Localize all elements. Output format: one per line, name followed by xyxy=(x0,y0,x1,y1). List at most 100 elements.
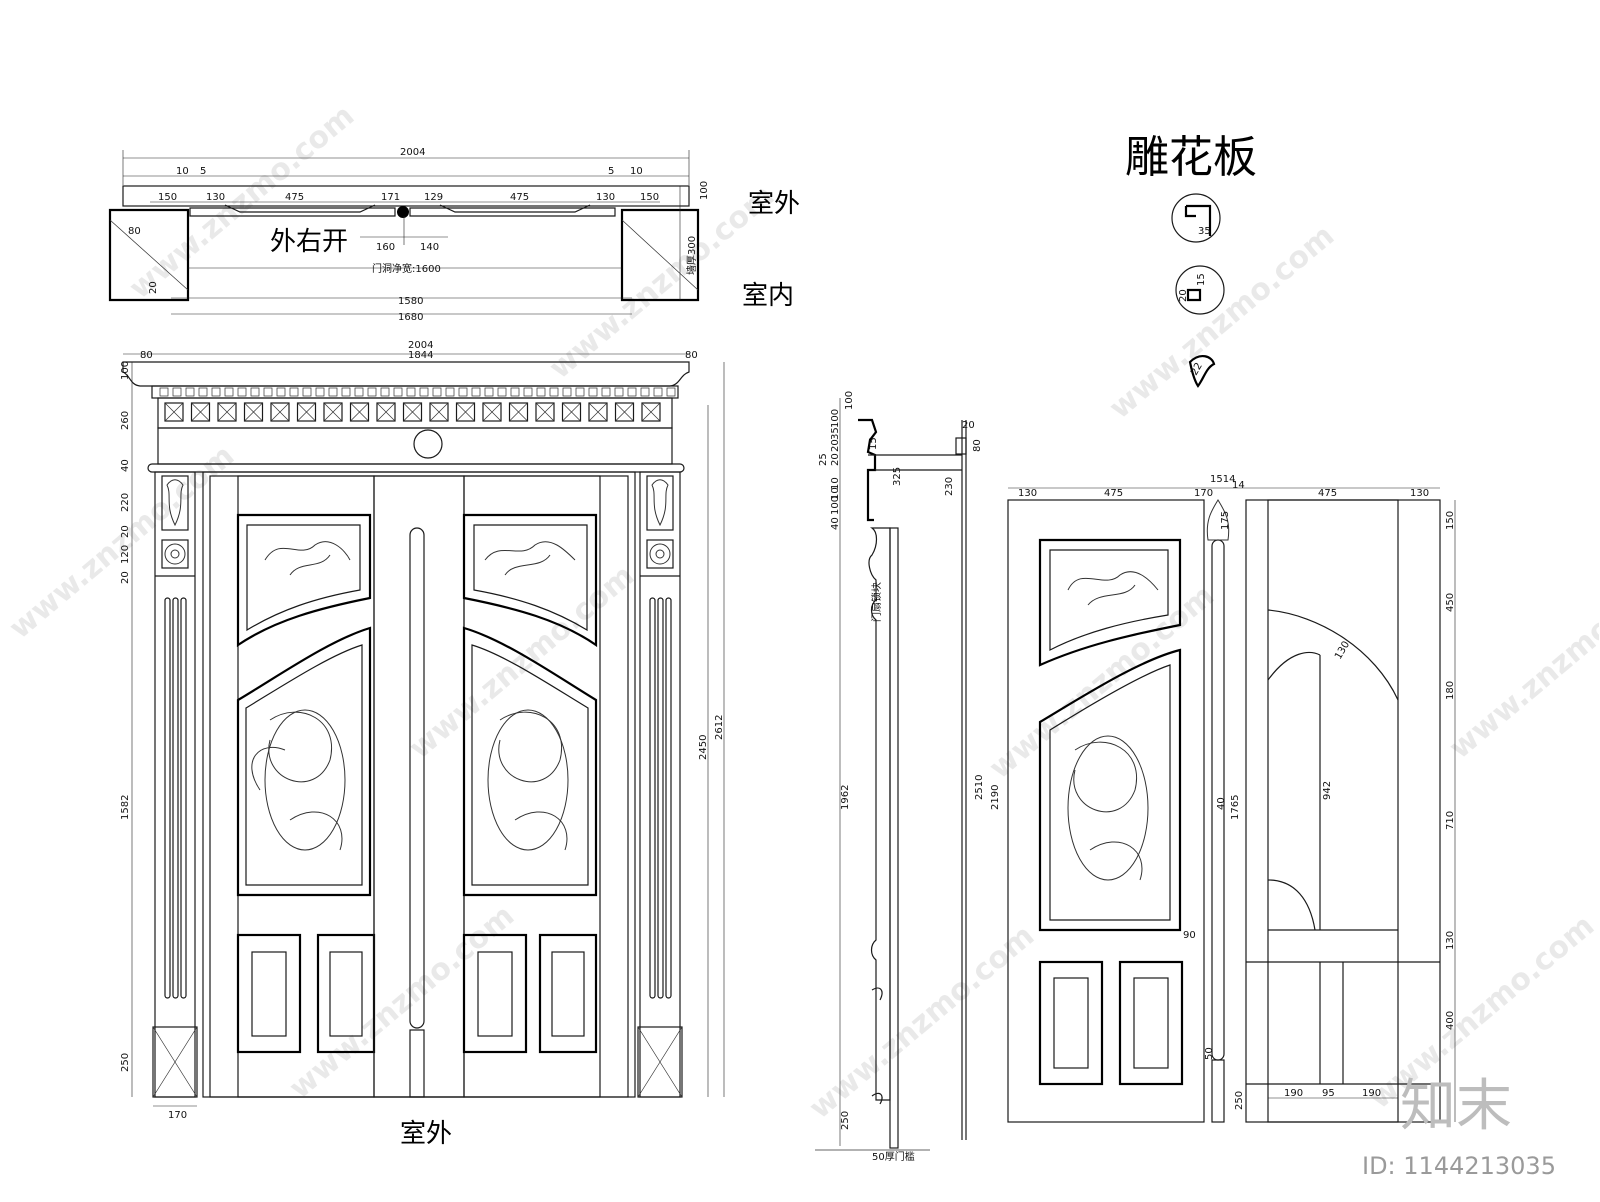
dentil-block xyxy=(276,387,286,397)
detail-circle-2 xyxy=(1175,265,1225,315)
dim-sec-15: 15 xyxy=(868,437,879,450)
dim-leaf-h130: 130 xyxy=(1445,931,1456,950)
brand-id: ID: 1144213035 xyxy=(1362,1152,1556,1180)
dim-plan-opening-clear: 门洞净宽:1600 xyxy=(372,262,441,275)
dim-sec-2510: 2510 xyxy=(974,775,985,800)
dim-plan-5-left: 5 xyxy=(200,166,206,177)
dim-plan-160: 160 xyxy=(376,242,395,253)
section-view: 100 100 35 20 25 20 10 10 100 40 15 325 … xyxy=(815,391,1001,1163)
frieze-x-box xyxy=(402,402,423,422)
dim-sec-100a: 100 xyxy=(844,391,855,410)
dentil-block xyxy=(549,387,559,397)
frieze-x-panels xyxy=(164,402,661,422)
dim-elev-h2450: 2450 xyxy=(698,735,709,760)
frieze-x-box xyxy=(164,402,184,422)
dentil-block xyxy=(601,387,611,397)
dim-leaf-w475b: 475 xyxy=(1318,488,1337,499)
dim-elev-h1582: 1582 xyxy=(120,795,131,820)
watermark-layer: www.znzmo.com www.znzmo.com www.znzmo.co… xyxy=(3,98,1600,1126)
dentil-block xyxy=(627,387,637,397)
dim-sec-20c: 20 xyxy=(962,420,975,431)
dentil-block xyxy=(367,387,377,397)
dentil-block xyxy=(263,387,273,397)
dentil-block xyxy=(562,387,572,397)
dim-elev-h2612: 2612 xyxy=(714,715,725,740)
dim-leaf-w40: 40 xyxy=(1216,797,1227,810)
plan-view: 2004 10 5 5 10 150 130 475 171 129 475 1… xyxy=(108,147,800,323)
dentil-block xyxy=(380,387,390,397)
dim-leaf-w190a: 190 xyxy=(1284,1088,1303,1099)
watermark-text: www.znzmo.com xyxy=(983,578,1221,786)
brand-logo: 知末 xyxy=(1400,1074,1512,1139)
frieze-x-box xyxy=(455,402,476,422)
dim-elev-h100: 100 xyxy=(120,361,131,380)
dentil-block xyxy=(354,387,364,397)
dentil-block xyxy=(211,387,221,397)
dim-plan-100: 100 xyxy=(699,181,710,200)
dim-leaf-w95: 95 xyxy=(1322,1088,1335,1099)
dentil-block xyxy=(185,387,195,397)
dentil-block xyxy=(224,387,234,397)
dim-leaf-w130a: 130 xyxy=(1018,488,1037,499)
detail-dim-20: 20 xyxy=(1178,289,1189,302)
dim-plan-129: 129 xyxy=(424,192,443,203)
frieze-x-box xyxy=(535,402,555,422)
dim-leaf-w190b: 190 xyxy=(1362,1088,1381,1099)
frieze-x-box xyxy=(190,402,211,422)
dim-elev-h40: 40 xyxy=(120,459,131,472)
dim-sec-20a: 20 xyxy=(830,439,841,452)
label-outdoor-bottom: 室外 xyxy=(400,1119,452,1149)
brand-block: 知末 ID: 1144213035 xyxy=(1362,1074,1556,1180)
dim-elev-top-overall: 2004 xyxy=(408,340,433,351)
dim-plan-10-left: 10 xyxy=(176,166,189,177)
opening-direction-label: 外右开 xyxy=(270,227,348,257)
frieze-x-box xyxy=(561,402,582,422)
dim-sec-25: 25 xyxy=(818,453,829,466)
dim-plan-130-left: 130 xyxy=(206,192,225,203)
frieze-x-box xyxy=(349,402,370,422)
frieze-x-box xyxy=(217,402,237,422)
dentil-block xyxy=(328,387,338,397)
frieze-x-box xyxy=(508,402,529,422)
dim-plan-overall: 2004 xyxy=(400,147,425,158)
detail-circle-1 xyxy=(1171,193,1221,243)
dim-leaf-a130: 130 xyxy=(1333,639,1352,661)
dim-leaf-h175: 175 xyxy=(1220,511,1231,530)
dentil-block xyxy=(341,387,351,397)
dim-sec-100b: 100 xyxy=(830,409,841,428)
dim-sec-10b: 10 xyxy=(830,487,841,500)
frieze-x-box xyxy=(614,402,635,422)
dim-plan-20: 20 xyxy=(148,281,159,294)
dim-leaf-w90: 90 xyxy=(1183,930,1196,941)
dentil-block xyxy=(406,387,416,397)
dentil-block xyxy=(445,387,455,397)
frieze-x-box xyxy=(296,402,317,422)
dentil-block xyxy=(523,387,533,397)
dentil-block xyxy=(250,387,260,397)
dentil-block xyxy=(172,387,182,397)
dim-leaf-w130b: 130 xyxy=(1410,488,1429,499)
dim-sec-230: 230 xyxy=(944,477,955,496)
dim-leaf-w475a: 475 xyxy=(1104,488,1123,499)
dim-elev-h260: 260 xyxy=(120,411,131,430)
dim-leaf-w14: 14 xyxy=(1232,480,1245,491)
frieze-x-box xyxy=(270,402,290,422)
frieze-x-box xyxy=(588,402,608,422)
dentil-block xyxy=(302,387,312,397)
dentil-block xyxy=(198,387,208,397)
detail-dim-35: 35 xyxy=(1198,226,1211,237)
dim-leaf-w1514: 1514 xyxy=(1210,474,1235,485)
dentil-block xyxy=(653,387,663,397)
dentil-block xyxy=(536,387,546,397)
dentil-block xyxy=(510,387,520,397)
dim-leaf-w170: 170 xyxy=(1194,488,1213,499)
moulding-profile xyxy=(1188,355,1216,388)
dim-leaf-h942: 942 xyxy=(1322,781,1333,800)
dim-elev-h120: 120 xyxy=(120,545,131,564)
dim-plan-5-right: 5 xyxy=(608,166,614,177)
frieze-x-box xyxy=(323,402,343,422)
dentil-block xyxy=(393,387,403,397)
dim-plan-1680: 1680 xyxy=(398,312,423,323)
dim-plan-140: 140 xyxy=(420,242,439,253)
